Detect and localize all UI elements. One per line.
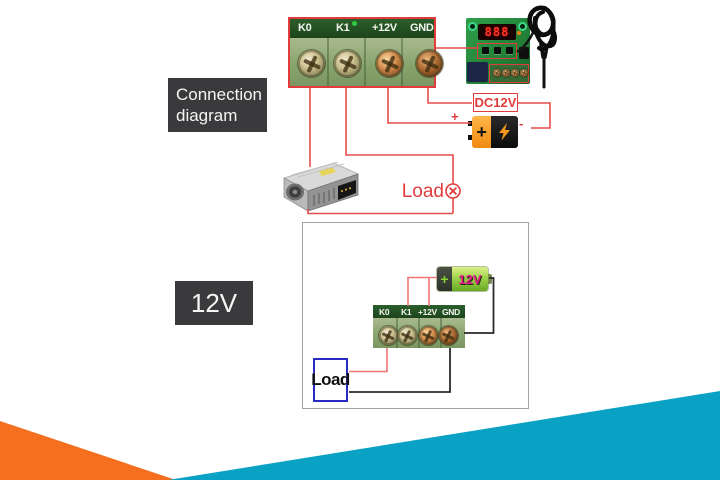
screw-terminal-icon [418, 326, 438, 345]
screw-terminal-icon [493, 69, 501, 77]
terminal-label-k1: K1 [401, 307, 412, 317]
terminal-label-12v: +12V [418, 307, 437, 317]
load-box: Load [311, 358, 350, 402]
mounting-hole-icon [468, 22, 477, 31]
screw-terminal-icon [502, 69, 510, 77]
module-led-icon [517, 31, 521, 35]
battery-plus-cap: + [437, 267, 452, 291]
screw-terminal-icon [334, 50, 361, 77]
module-terminals-highlight-box [489, 64, 529, 83]
terminal-block-zoomed: K0 K1 +12V GND [288, 17, 443, 88]
terminal-label-strip: K0 K1 +12V GND [290, 19, 434, 38]
screw-terminal-icon [298, 50, 325, 77]
connection-diagram-label: Connection diagram [168, 78, 267, 132]
terminal-divider [364, 38, 366, 86]
relay-icon [467, 62, 488, 82]
connection-diagram-label-line2: diagram [176, 106, 238, 126]
mounting-hole-icon [518, 22, 527, 31]
battery-tab-icon [468, 121, 472, 126]
terminal-label-gnd: GND [442, 307, 460, 317]
battery-icon: + [468, 116, 518, 148]
terminal-label-gnd: GND [410, 22, 434, 34]
terminal-label-strip: K0 K1 +12V GND [373, 305, 465, 318]
terminal-label-k0: K0 [298, 22, 312, 34]
battery-voltage-label: 12V [452, 267, 488, 291]
terminal-label-k1: K1 [336, 22, 350, 34]
terminal-body [373, 318, 465, 348]
terminal-body [290, 38, 443, 86]
seven-segment-display: 888 [478, 24, 516, 40]
decor-orange-wedge [0, 421, 176, 480]
pcb-led-icon [352, 21, 357, 26]
minus-sign: - [519, 116, 524, 131]
temperature-probe-icon [516, 5, 557, 89]
terminal-label-k0: K0 [379, 307, 390, 317]
terminal-block: K0 K1 +12V GND [373, 305, 465, 348]
voltage-section-label: 12V [175, 281, 253, 325]
battery-12v-icon: + 12V [437, 267, 492, 291]
plus-sign: + [451, 109, 459, 124]
battery-positive-end: + [472, 116, 492, 148]
dc12v-label: DC12V [473, 93, 518, 112]
screw-terminal-icon [397, 326, 417, 345]
battery-terminal-nub [488, 274, 492, 284]
battery-tab-icon [468, 135, 472, 140]
screw-terminal-icon [438, 326, 458, 345]
buttons-highlight-box [477, 43, 517, 59]
power-supply-unit-icon [282, 161, 360, 212]
screw-terminal-icon [378, 326, 398, 345]
module-button-icon [506, 47, 513, 54]
screw-terminal-icon [520, 69, 528, 77]
module-button-icon [494, 47, 501, 54]
module-button-icon [482, 47, 489, 54]
battery-negative-end [491, 116, 518, 148]
screw-terminal-icon [511, 69, 519, 77]
decor-teal-wedge [168, 391, 720, 480]
screw-terminal-icon [376, 50, 403, 77]
lightning-icon [499, 123, 511, 141]
terminal-label-12v: +12V [372, 22, 397, 34]
connection-diagram-label-line1: Connection [176, 85, 263, 104]
terminal-divider [327, 38, 329, 86]
screw-terminal-icon [416, 50, 443, 77]
probe-connector-icon [519, 47, 529, 59]
load-label: Load [401, 181, 444, 202]
